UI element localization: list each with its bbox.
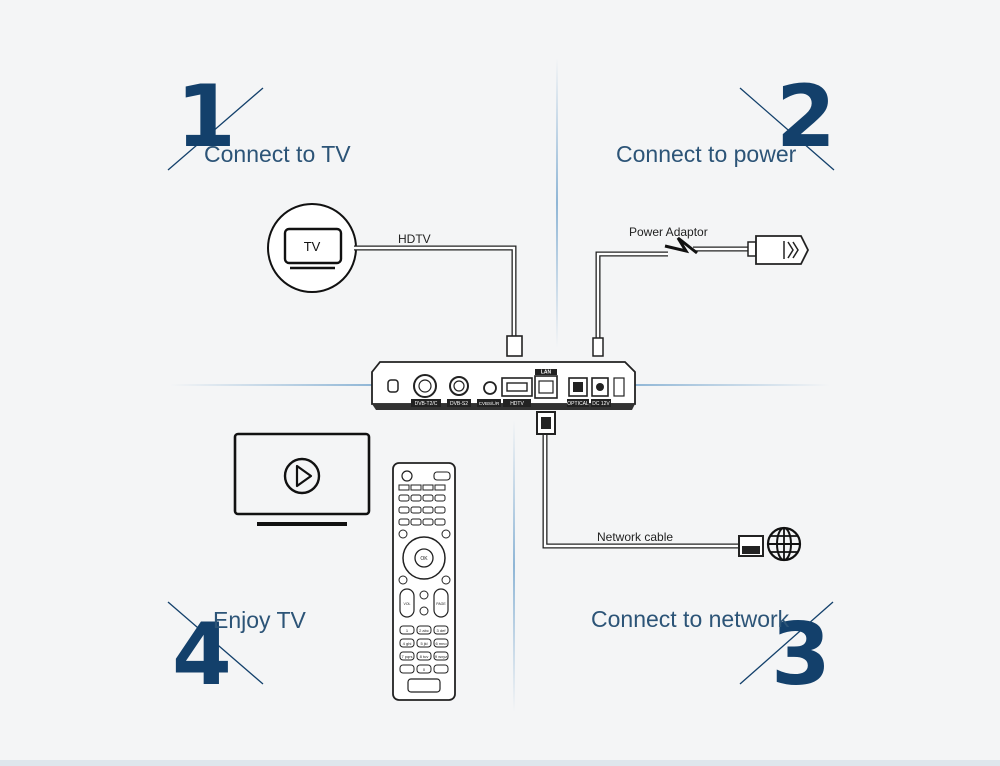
remote-key-3: 3 def (437, 628, 447, 633)
port-lan: LAN (541, 370, 552, 376)
remote-key-1: 1 (406, 628, 409, 633)
remote-page-label: PAGE (436, 602, 446, 606)
step-4-number: 4 (172, 605, 232, 705)
remote-key-9: 9 wxyz (435, 654, 447, 659)
hdtv-cable (354, 245, 517, 336)
vertical-divider-top (556, 58, 558, 348)
port-label-dc12v: DC 12V (592, 401, 610, 407)
remote-key-7: 7 pqrs (401, 654, 412, 659)
power-plug (592, 337, 604, 357)
bottom-strip (0, 760, 1000, 766)
power-cable (595, 251, 668, 340)
lightning-break-icon (664, 236, 698, 255)
remote-ok-label: OK (420, 556, 428, 562)
port-label-hdtv: HDTV (510, 401, 524, 407)
step1-slash (167, 87, 264, 171)
tv-icon-text: TV (304, 239, 321, 254)
step-3-number: 3 (771, 605, 831, 705)
port-label-optical: OPTICAL (567, 401, 589, 407)
step-2-number: 2 (776, 67, 836, 167)
remote-key-6: 6 mno (435, 641, 447, 646)
hdmi-plug (506, 335, 523, 357)
step3-slash (739, 601, 834, 685)
tv-circle-icon: TV (267, 203, 357, 293)
step-3-label: Connect to network (591, 606, 790, 632)
port-label-cvbs: CVBS/L/R (479, 401, 500, 406)
power-adaptor-icon (747, 235, 810, 265)
remote-key-2: 2 abc (419, 628, 429, 633)
remote-key-0: 0 (423, 667, 426, 672)
step2-slash (739, 87, 835, 171)
remote-vol-label: VOL (403, 602, 410, 606)
network-cable-label: Network cable (597, 530, 673, 544)
network-cable (542, 432, 742, 549)
horizontal-divider-right (630, 384, 830, 386)
step4-slash (167, 601, 264, 685)
step-4-label: Enjoy TV (213, 607, 306, 633)
step-1-number: 1 (176, 67, 236, 167)
monitor-play-icon (233, 432, 371, 526)
remote-control (392, 462, 456, 701)
port-labels (411, 399, 611, 407)
hdtv-label: HDTV (398, 232, 431, 246)
remote-key-5: 5 jkl (420, 641, 427, 646)
step-1-label: Connect to TV (204, 141, 351, 167)
lan-plug (536, 411, 556, 435)
power-adaptor-label: Power Adaptor (629, 225, 708, 239)
remote-key-8: 8 tuv (420, 654, 429, 659)
vertical-divider-bottom (513, 420, 515, 712)
step-2-label: Connect to power (616, 141, 797, 167)
port-label-dvbs2: DVB-S2 (450, 401, 468, 407)
network-plug (738, 535, 764, 557)
port-label-dvbt2c: DVB-T2/C (415, 401, 438, 407)
remote-key-4: 4 ghi (403, 641, 412, 646)
globe-icon (766, 526, 802, 562)
horizontal-divider-left (170, 384, 375, 386)
